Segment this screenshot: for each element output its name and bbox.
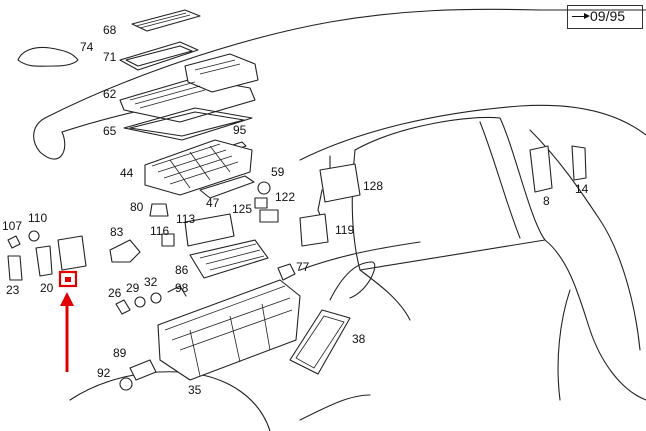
label-23: 23 <box>6 283 20 297</box>
label-14: 14 <box>575 182 589 196</box>
label-125: 125 <box>232 202 252 216</box>
label-107: 107 <box>2 219 22 233</box>
label-83: 83 <box>110 225 124 239</box>
part-14 <box>571 145 587 181</box>
part-59 <box>257 181 271 195</box>
gasket-71 <box>119 41 199 71</box>
highlight-marker <box>58 270 78 288</box>
label-38: 38 <box>352 332 366 346</box>
label-44: 44 <box>120 166 134 180</box>
bracket-83 <box>109 239 141 263</box>
label-68: 68 <box>103 23 117 37</box>
label-80: 80 <box>130 200 144 214</box>
label-98: 98 <box>175 281 189 295</box>
bracket-89 <box>129 359 157 381</box>
part-125 <box>259 209 279 223</box>
highlight-dot <box>65 277 71 282</box>
relay-module-128 <box>317 155 361 221</box>
label-71: 71 <box>103 50 117 64</box>
washer-29 <box>134 296 146 308</box>
label-86: 86 <box>175 263 189 277</box>
date-badge-text: 09/95 <box>590 8 626 24</box>
part-98 <box>167 285 187 297</box>
date-badge <box>567 5 643 29</box>
fuse-box-top-62 <box>119 53 259 123</box>
label-74: 74 <box>80 40 94 54</box>
label-62: 62 <box>103 87 117 101</box>
part-119 <box>299 213 329 247</box>
gasket-65 <box>123 107 253 141</box>
part-80 <box>149 203 169 217</box>
clip-77 <box>277 263 296 281</box>
label-59: 59 <box>271 165 285 179</box>
cover-68 <box>131 9 201 32</box>
module-38 <box>289 309 351 375</box>
part-116 <box>161 233 175 247</box>
component-20 <box>35 235 87 277</box>
label-35: 35 <box>188 383 202 397</box>
label-95: 95 <box>233 123 247 137</box>
label-26: 26 <box>108 286 122 300</box>
label-92: 92 <box>97 366 111 380</box>
washer-110 <box>28 230 40 242</box>
part-8 <box>529 145 553 193</box>
fuse-strip-47 <box>199 175 255 199</box>
label-20: 20 <box>40 281 54 295</box>
label-119: 119 <box>335 223 354 237</box>
fuse-carrier-86 <box>189 239 269 279</box>
label-110: 110 <box>28 211 47 225</box>
label-29: 29 <box>126 281 140 295</box>
car-body-outline <box>33 8 646 431</box>
part-23 <box>7 255 23 281</box>
part-122 <box>254 197 268 209</box>
fuse-box-housing-35 <box>157 279 301 381</box>
arrow-right-icon <box>572 13 590 19</box>
label-8: 8 <box>543 194 550 208</box>
label-47: 47 <box>206 196 220 210</box>
part-113 <box>184 213 235 247</box>
screw-26 <box>115 299 131 315</box>
screw-107 <box>7 235 21 249</box>
label-113: 113 <box>176 212 195 226</box>
label-128: 128 <box>363 179 383 193</box>
label-77: 77 <box>296 260 310 274</box>
red-arrow-icon <box>60 292 74 372</box>
label-122: 122 <box>275 190 295 204</box>
label-89: 89 <box>113 346 127 360</box>
part-number-labels: 68 71 74 62 65 95 44 59 128 14 8 122 80 … <box>2 23 589 397</box>
washer-32 <box>150 292 162 304</box>
label-32: 32 <box>144 275 158 289</box>
relay-block-44 <box>144 139 253 196</box>
label-116: 116 <box>150 224 169 238</box>
gasket-74 <box>17 46 79 67</box>
label-65: 65 <box>103 124 117 138</box>
grommet-92 <box>119 377 133 391</box>
